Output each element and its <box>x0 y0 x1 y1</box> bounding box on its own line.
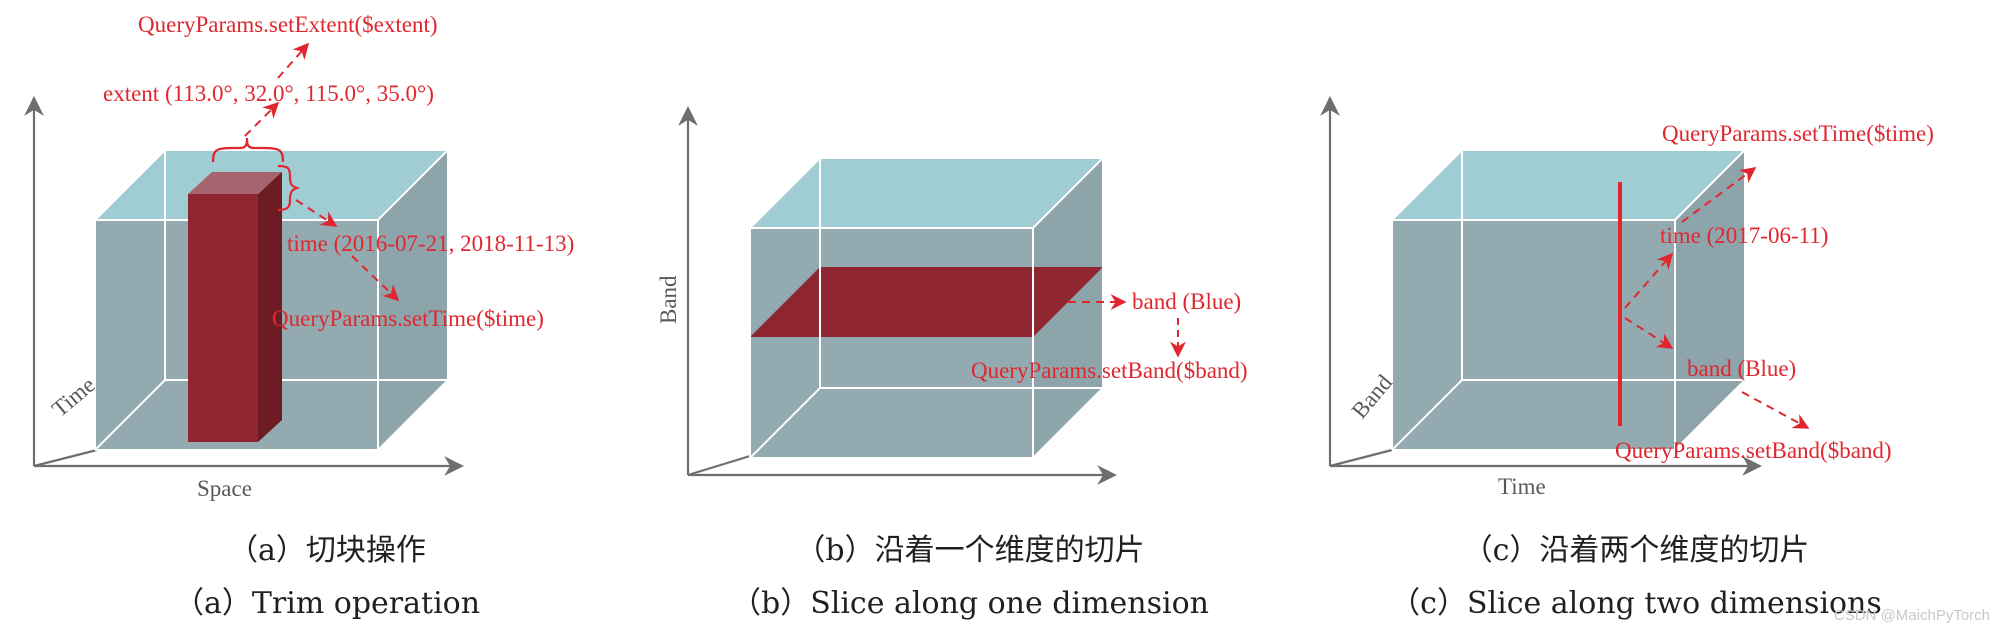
axis-b-diag <box>687 454 751 477</box>
trim-block-front <box>188 194 258 442</box>
axis-a-diag-label: Time <box>47 372 100 422</box>
caption-b-en: （b）Slice along one dimension <box>731 586 1209 621</box>
cube-c-top <box>1392 150 1745 220</box>
panel-a: QueryParams.setExtent($extent) extent (1… <box>24 12 574 501</box>
axis-a-diag <box>33 448 98 468</box>
watermark: CSDN @MaichPyTorch <box>1834 607 1990 624</box>
panel-c: QueryParams.setTime($time) time (2017-06… <box>1320 96 1934 499</box>
cube-b <box>749 157 1106 459</box>
label-c-time: time (2017-06-11) <box>1660 223 1828 248</box>
arrow-a-settime <box>351 255 400 302</box>
band-slice <box>750 267 1103 337</box>
trim-block <box>188 172 282 442</box>
brace-a-top <box>211 137 285 163</box>
trim-block-side <box>258 172 282 442</box>
label-b-set-band: QueryParams.setBand($band) <box>971 358 1248 383</box>
caption-a-cn: （a）切块操作 <box>228 533 426 568</box>
cube-b-front <box>750 228 1033 458</box>
cube-b-top <box>750 158 1103 228</box>
cube-b-right <box>1033 158 1103 458</box>
cube-a-right <box>378 150 448 450</box>
arrow-c-band <box>1624 317 1674 349</box>
trim-block-top <box>188 172 282 194</box>
caption-a-en: （a）Trim operation <box>174 586 480 621</box>
cube-c-right <box>1675 150 1745 450</box>
brace-a-right <box>277 164 301 212</box>
caption-b-cn: （b）沿着一个维度的切片 <box>795 533 1144 568</box>
axis-a-x-label: Space <box>197 476 252 501</box>
label-c-set-band: QueryParams.setBand($band) <box>1615 438 1892 463</box>
captions: （a）切块操作 （a）Trim operation （b）沿着一个维度的切片 （… <box>174 533 1882 621</box>
arrow-a-extent <box>244 101 280 137</box>
label-c-band: band (Blue) <box>1687 356 1796 381</box>
arrow-c-time <box>1624 252 1674 309</box>
cube-c-front <box>1392 220 1675 450</box>
label-a-extent: extent (113.0°, 32.0°, 115.0°, 35.0°) <box>103 81 434 106</box>
label-c-set-time: QueryParams.setTime($time) <box>1662 121 1934 146</box>
axis-c-diag <box>1329 448 1393 468</box>
panel-b: band (Blue) QueryParams.setBand($band) B… <box>656 106 1248 485</box>
arrow-a-time <box>295 199 338 227</box>
label-b-band: band (Blue) <box>1132 289 1241 314</box>
arrow-c-settime <box>1681 167 1757 223</box>
cube-c <box>1391 149 1748 451</box>
axis-c-diag-label: Band <box>1347 370 1398 424</box>
caption-c-en: （c）Slice along two dimensions <box>1390 586 1882 621</box>
arrow-c-setband <box>1741 391 1810 429</box>
caption-c-cn: （c）沿着两个维度的切片 <box>1463 533 1810 568</box>
label-a-time: time (2016-07-21, 2018-11-13) <box>287 231 574 256</box>
label-a-set-extent: QueryParams.setExtent($extent) <box>138 12 438 37</box>
axis-b-y-label: Band <box>656 275 681 324</box>
axis-c-x-label: Time <box>1498 474 1546 499</box>
label-a-set-time: QueryParams.setTime($time) <box>272 306 544 331</box>
arrow-a-setextent <box>277 42 310 79</box>
